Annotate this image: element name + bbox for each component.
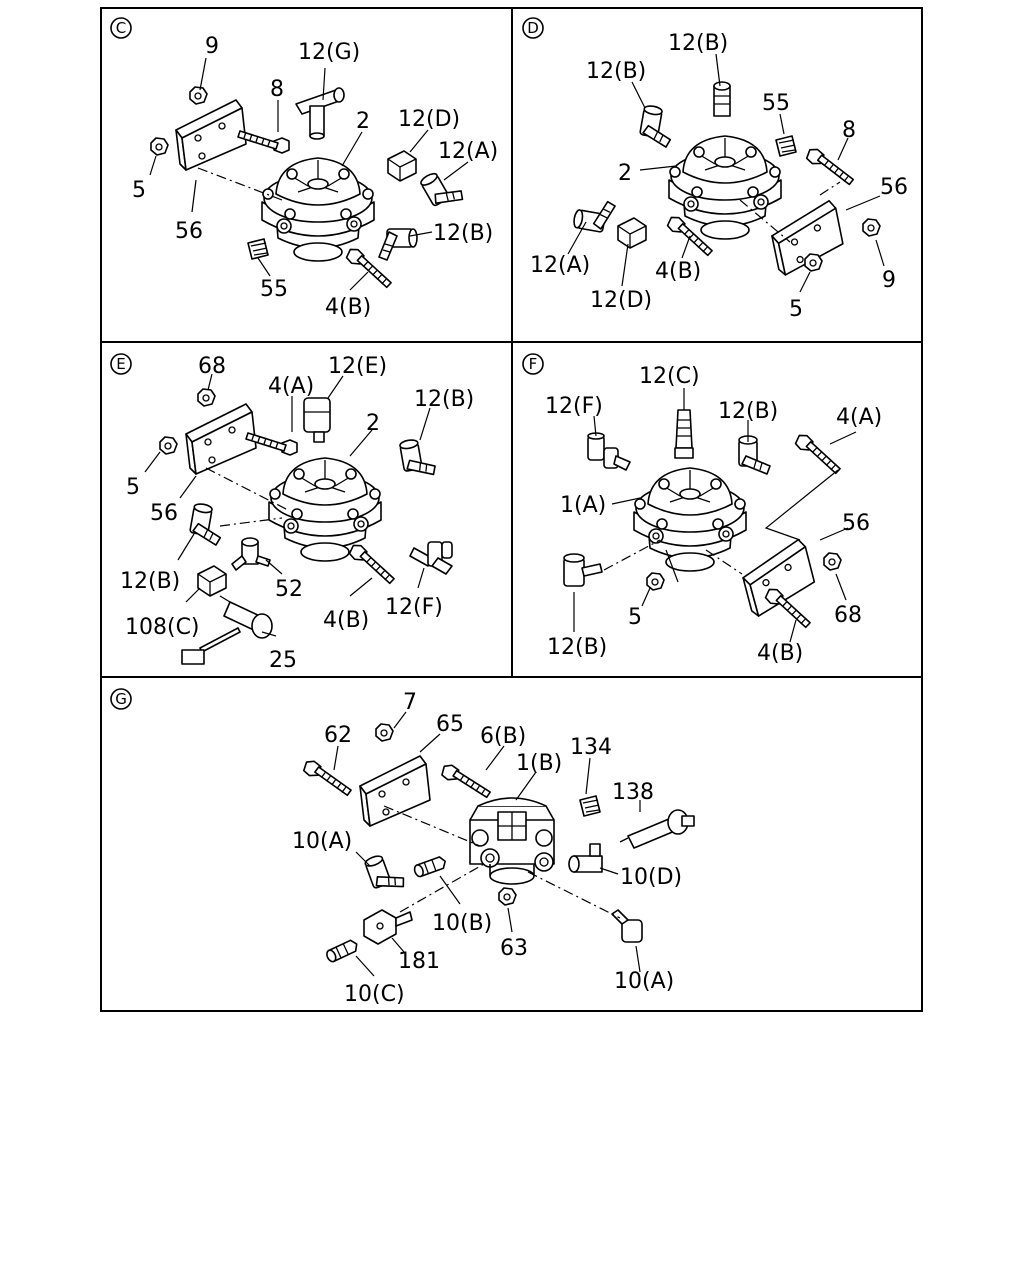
panel-e: E xyxy=(110,353,474,673)
part-drawings-c xyxy=(150,86,466,289)
label-g-10: 10(B) xyxy=(432,911,492,936)
label-d-5: 2 xyxy=(618,161,632,186)
label-e-6: 5 xyxy=(126,475,140,500)
panel-f: F xyxy=(522,353,882,666)
label-c-8: 56 xyxy=(175,219,203,244)
label-d-11: 5 xyxy=(789,297,803,322)
label-c-3: 8 xyxy=(270,77,284,102)
label-c-4: 2 xyxy=(356,109,370,134)
label-c-11: 4(B) xyxy=(325,295,371,320)
label-f-9: 12(B) xyxy=(547,635,607,660)
svg-text:D: D xyxy=(527,19,539,37)
panel-g: G xyxy=(110,688,695,1007)
label-g-7: 138 xyxy=(612,780,654,805)
label-e-5: 2 xyxy=(366,411,380,436)
svg-text:F: F xyxy=(529,355,538,373)
label-c-2: 12(G) xyxy=(298,40,360,65)
leader-lines-d xyxy=(567,53,885,293)
label-e-12: 108(C) xyxy=(125,615,200,640)
labels-f: 12(C) 12(F) 12(B) 4(A) 1(A) 56 5 68 12(B… xyxy=(545,364,882,666)
label-d-2: 12(B) xyxy=(668,31,728,56)
label-c-9: 12(B) xyxy=(433,221,493,246)
label-f-4: 4(A) xyxy=(836,405,882,430)
label-g-12: 181 xyxy=(398,949,440,974)
label-d-8: 4(B) xyxy=(655,259,701,284)
svg-text:G: G xyxy=(115,690,127,708)
label-e-8: 12(B) xyxy=(120,569,180,594)
label-d-3: 55 xyxy=(762,91,790,116)
label-e-3: 12(E) xyxy=(328,354,387,379)
label-g-4: 6(B) xyxy=(480,724,526,749)
label-f-10: 4(B) xyxy=(757,641,803,666)
label-e-1: 68 xyxy=(198,354,226,379)
label-f-1: 12(C) xyxy=(639,364,700,389)
label-g-14: 10(A) xyxy=(614,969,674,994)
label-g-9: 10(D) xyxy=(620,865,682,890)
label-g-3: 62 xyxy=(324,723,352,748)
panel-c: C xyxy=(110,17,498,320)
part-drawings-e xyxy=(159,388,453,665)
panel-id-e: E xyxy=(110,353,132,375)
label-e-2: 4(A) xyxy=(268,374,314,399)
label-g-8: 10(A) xyxy=(292,829,352,854)
leader-lines-g xyxy=(333,711,641,977)
label-d-7: 12(A) xyxy=(530,253,590,278)
label-f-7: 5 xyxy=(628,605,642,630)
label-f-2: 12(F) xyxy=(545,394,603,419)
panel-d: D xyxy=(522,17,908,322)
label-c-5: 12(D) xyxy=(398,107,460,132)
label-f-5: 1(A) xyxy=(560,493,606,518)
panel-frames xyxy=(100,7,923,1012)
panel-id-f: F xyxy=(522,353,544,375)
label-e-7: 56 xyxy=(150,501,178,526)
label-g-13: 10(C) xyxy=(344,982,405,1007)
label-d-6: 56 xyxy=(880,175,908,200)
part-drawings-f xyxy=(563,409,848,629)
svg-text:C: C xyxy=(116,19,126,37)
label-c-1: 9 xyxy=(205,34,219,59)
label-e-4: 12(B) xyxy=(414,387,474,412)
leader-lines-c xyxy=(149,57,469,291)
label-e-13: 25 xyxy=(269,648,297,673)
panel-id-g: G xyxy=(110,688,132,710)
leader-lines-f xyxy=(573,388,857,643)
label-f-6: 56 xyxy=(842,511,870,536)
label-c-6: 12(A) xyxy=(438,139,498,164)
labels-g: 7 65 62 6(B) 134 1(B) 138 10(A) 10(D) 10… xyxy=(292,690,682,1007)
label-d-4: 8 xyxy=(842,118,856,143)
label-g-11: 63 xyxy=(500,936,528,961)
labels-e: 68 4(A) 12(E) 12(B) 2 5 56 12(B) 52 4(B)… xyxy=(120,354,474,673)
leader-lines-e xyxy=(144,373,431,637)
part-drawings-d xyxy=(571,81,881,277)
label-e-9: 52 xyxy=(275,577,303,602)
label-e-10: 4(B) xyxy=(323,608,369,633)
label-d-10: 9 xyxy=(882,268,896,293)
label-d-9: 12(D) xyxy=(590,288,652,313)
label-e-11: 12(F) xyxy=(385,595,443,620)
svg-text:E: E xyxy=(116,355,125,373)
label-f-3: 12(B) xyxy=(718,399,778,424)
label-c-10: 55 xyxy=(260,277,288,302)
part-drawings-g xyxy=(299,723,695,964)
label-c-7: 5 xyxy=(132,178,146,203)
labels-c: 9 12(G) 8 2 12(D) 12(A) 5 56 12(B) 55 4(… xyxy=(132,34,498,320)
label-g-2: 65 xyxy=(436,712,464,737)
label-g-6: 1(B) xyxy=(516,751,562,776)
label-d-1: 12(B) xyxy=(586,59,646,84)
label-g-1: 7 xyxy=(403,690,417,715)
panel-id-c: C xyxy=(110,17,132,39)
label-f-8: 68 xyxy=(834,603,862,628)
label-g-5: 134 xyxy=(570,735,612,760)
labels-d: 12(B) 12(B) 55 8 2 56 12(A) 4(B) 12(D) 9… xyxy=(530,31,908,322)
panel-id-d: D xyxy=(522,17,544,39)
